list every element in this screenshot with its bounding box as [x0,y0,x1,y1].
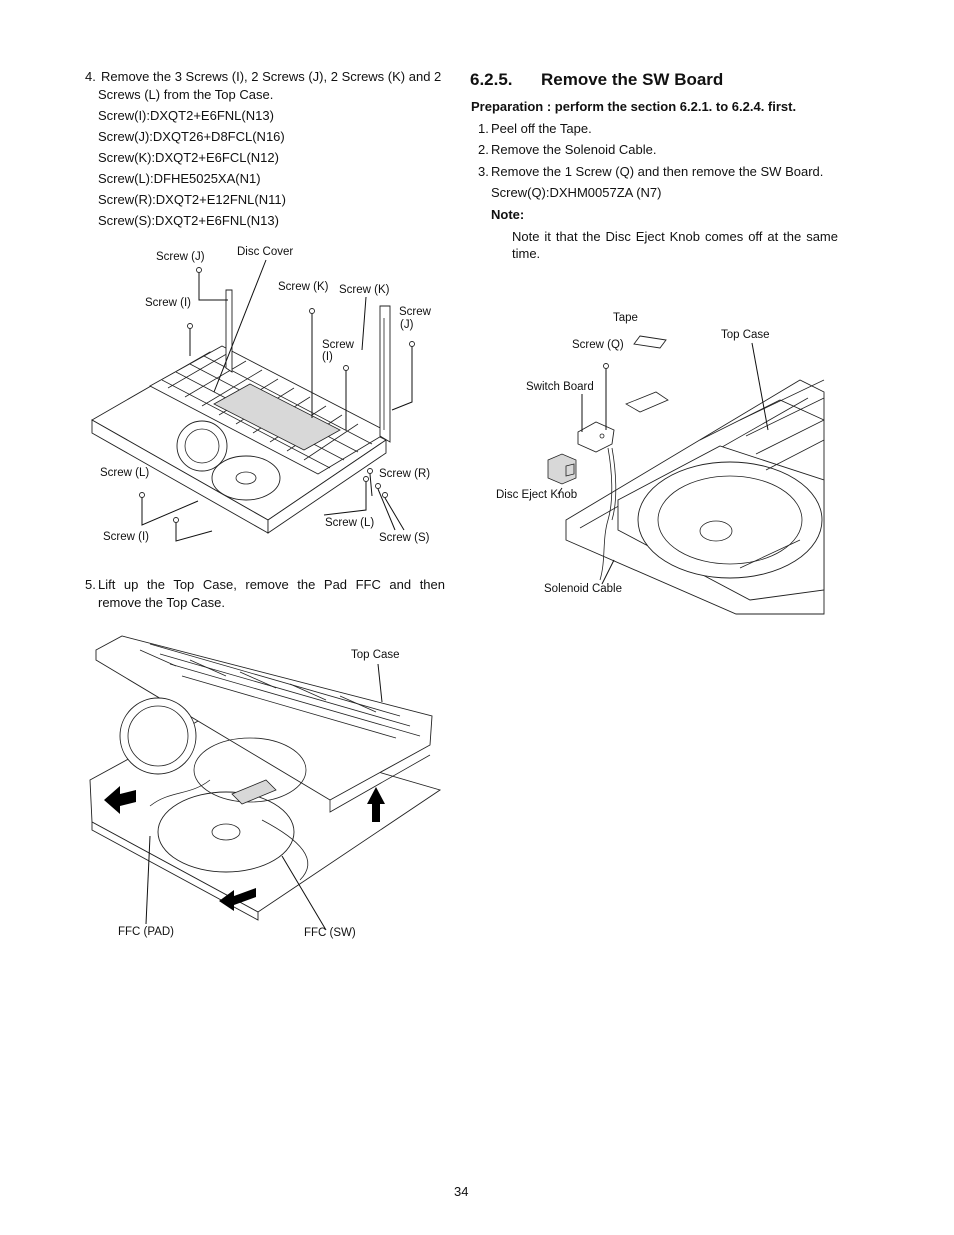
step-text: Remove the Solenoid Cable. [491,142,657,157]
screw-spec: Screw(I):DXQT2+E6FNL(N13) [98,108,274,123]
label-screw-i: Screw (I) [145,297,191,309]
label-disc-eject-knob: Disc Eject Knob [496,489,578,501]
note-text: time. [512,246,541,261]
label-screw-s: Screw (S) [379,532,430,544]
screw-spec: Screw(S):DXQT2+E6FNL(N13) [98,213,279,228]
step-number: 2. [478,142,489,157]
step-text: Remove the 1 Screw (Q) and then remove t… [491,164,824,179]
step-number: 5. [85,577,96,592]
note-label: Note: [491,207,525,222]
label-ffc-pad: FFC (PAD) [118,926,175,938]
step-number: 3. [478,164,489,179]
label-screw-r: Screw (R) [379,468,431,480]
note-text: Note it that the Disc Eject Knob comes o… [512,229,838,244]
label-screw-i: (I) [322,351,333,363]
label-screw-i: Screw [322,339,354,351]
step-number: 1. [478,121,489,136]
preparation-note: Preparation : perform the section 6.2.1.… [471,99,797,114]
step-text: Lift up the Top Case, remove the Pad FFC… [98,577,445,592]
step-number: 4. [85,69,96,84]
label-screw-q: Screw (Q) [572,339,624,351]
step-text: Remove the 3 Screws (I), 2 Screws (J), 2… [101,69,442,84]
screw-spec: Screw(L):DFHE5025XA(N1) [98,171,261,186]
label-disc-cover: Disc Cover [237,246,294,258]
step-text: remove the Top Case. [98,595,225,610]
label-solenoid-cable: Solenoid Cable [544,583,623,595]
label-screw-l: Screw (L) [100,467,150,479]
screw-spec: Screw(Q):DXHM0057ZA (N7) [491,185,662,200]
step-text: Screws (L) from the Top Case. [98,87,274,102]
label-screw-i: Screw (I) [103,531,149,543]
step-text: Peel off the Tape. [491,121,592,136]
label-tape: Tape [613,312,638,324]
section-title: Remove the SW Board [541,70,724,89]
label-top-case: Top Case [351,649,400,661]
section-number: 6.2.5. [470,70,513,89]
screw-spec: Screw(K):DXQT2+E6FCL(N12) [98,150,279,165]
label-switch-board: Switch Board [526,381,594,393]
label-screw-l: Screw (L) [325,517,375,529]
label-screw-k: Screw (K) [278,281,329,293]
label-ffc-sw: FFC (SW) [304,927,356,939]
label-screw-k: Screw (K) [339,284,390,296]
label-screw-j: Screw (J) [156,251,205,263]
label-top-case: Top Case [721,329,770,341]
label-screw-j: Screw [399,306,431,318]
screw-spec: Screw(R):DXQT2+E12FNL(N11) [98,192,286,207]
page-number: 34 [454,1184,469,1199]
label-screw-j: (J) [400,319,414,331]
screw-spec-list: Screw(I):DXQT2+E6FNL(N13) Screw(J):DXQT2… [98,105,286,231]
screw-spec: Screw(J):DXQT26+D8FCL(N16) [98,129,285,144]
